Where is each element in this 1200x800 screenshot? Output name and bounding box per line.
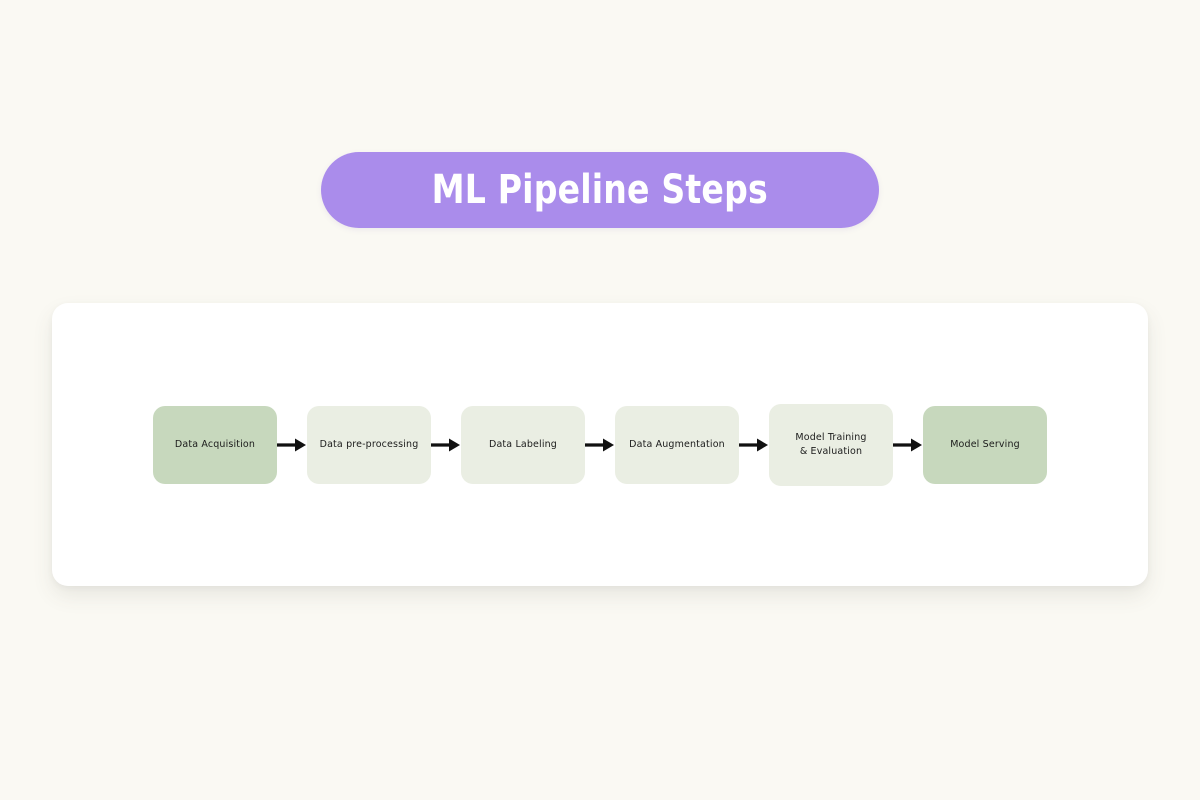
arrow-right-icon-1 [277,436,307,454]
pipeline-step-model-serving[interactable]: Model Serving [923,406,1047,484]
pipeline-step-data-acquisition[interactable]: Data Acquisition [153,406,277,484]
pipeline-step-label: Data Labeling [489,439,557,451]
pipeline-step-label: Data Acquisition [174,439,256,451]
arrow-right-icon-3 [585,436,615,454]
pipeline-step-label: Data Augmentation [629,439,725,451]
page-title-banner: ML Pipeline Steps [321,152,879,228]
arrow-right-icon-2 [431,436,461,454]
pipeline-step-label: Model Serving [950,439,1020,451]
pipeline-step-data-pre-processing[interactable]: Data pre-processing [307,406,431,484]
pipeline-flowchart: Data Acquisition Data pre-processing Dat… [153,403,1047,487]
pipeline-step-model-training-and-evaluation[interactable]: Model Training & Evaluation [769,404,893,486]
pipeline-step-label: Model Training & Evaluation [795,432,867,457]
pipeline-step-data-augmentation[interactable]: Data Augmentation [615,406,739,484]
page-title: ML Pipeline Steps [431,167,769,213]
pipeline-step-label: Data pre-processing [319,439,419,451]
arrow-right-icon-5 [893,436,923,454]
arrow-right-icon-4 [739,436,769,454]
pipeline-step-data-labeling[interactable]: Data Labeling [461,406,585,484]
